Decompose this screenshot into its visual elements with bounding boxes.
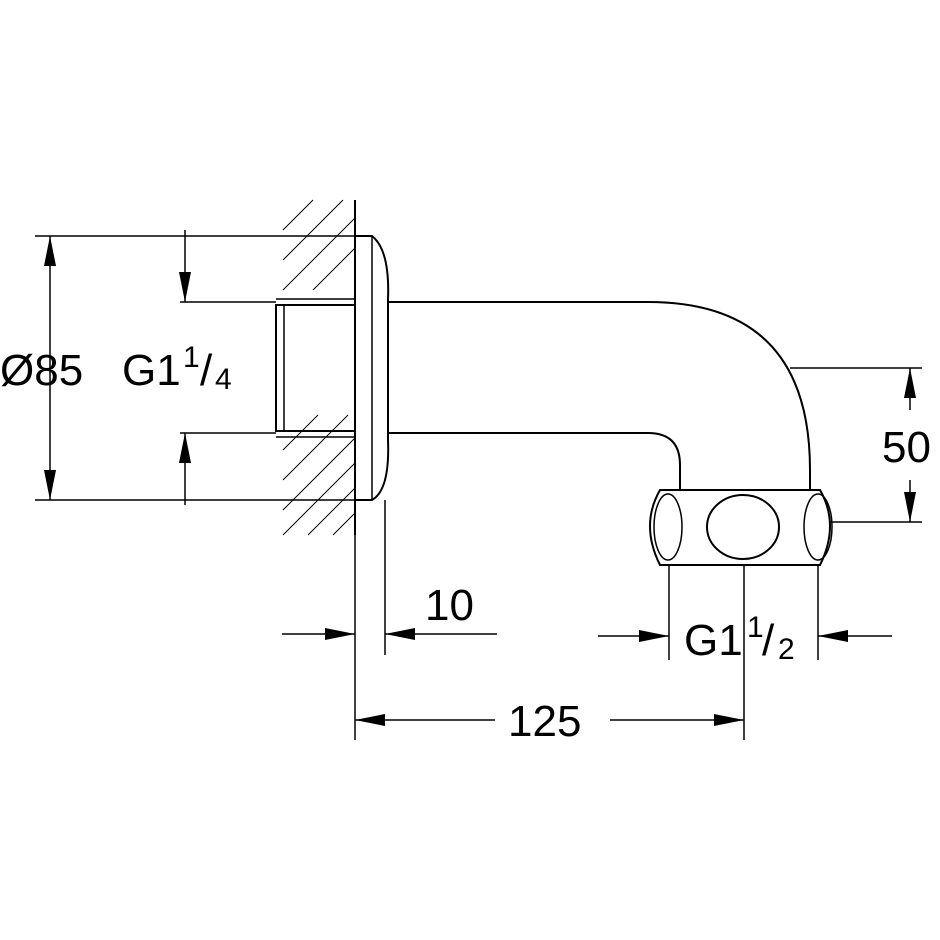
outlet-nut xyxy=(649,489,833,566)
dim-inlet-thread xyxy=(179,230,276,505)
label-outlet-thread-prefix: G1 xyxy=(684,616,743,665)
label-outlet-thread-denominator: 2 xyxy=(778,633,795,666)
inlet-thread xyxy=(275,298,356,438)
label-outlet-height: 50 xyxy=(882,423,931,472)
dim-wall-offset xyxy=(282,500,497,655)
label-outlet-thread: G1 1 / 2 xyxy=(684,611,795,666)
label-outlet-thread-numerator: 1 xyxy=(747,611,764,644)
label-projection: 125 xyxy=(508,697,581,746)
label-inlet-thread-prefix: G1 xyxy=(122,346,181,395)
label-inlet-thread: G1 1 / 4 xyxy=(122,341,232,396)
flange xyxy=(355,235,390,501)
dim-diameter xyxy=(35,235,355,501)
label-inlet-thread-numerator: 1 xyxy=(183,341,200,374)
dim-projection xyxy=(354,535,745,740)
label-wall-offset: 10 xyxy=(425,581,474,630)
label-inlet-thread-slash: / xyxy=(200,346,213,395)
label-outlet-thread-slash: / xyxy=(762,616,775,665)
dim-outlet-thread xyxy=(598,565,892,660)
label-inlet-thread-denominator: 4 xyxy=(215,363,232,396)
dim-outlet-height xyxy=(790,367,922,523)
pipe-body xyxy=(388,301,811,490)
label-diameter: Ø85 xyxy=(0,346,83,395)
wall-hatching xyxy=(282,199,356,536)
